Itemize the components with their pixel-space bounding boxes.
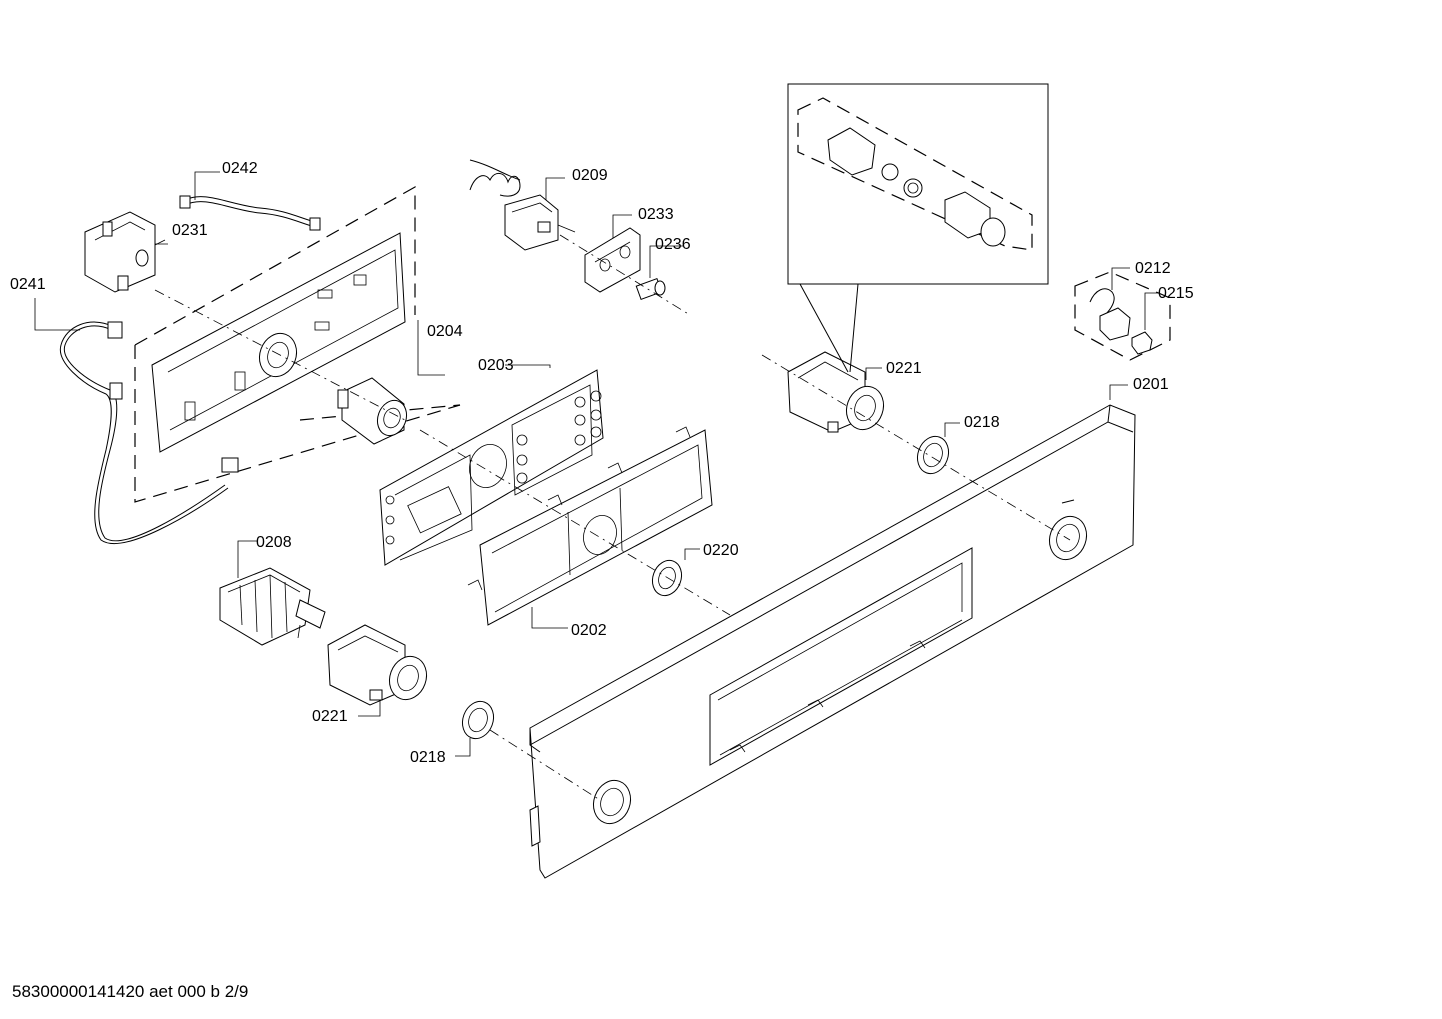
label-0236: 0236 [655,236,691,253]
label-0209: 0209 [572,167,608,184]
label-0201: 0201 [1133,376,1169,393]
electronic-module-0204 [134,185,461,503]
rotary-switch-0221-top [787,351,885,433]
label-0221-top: 0221 [886,360,922,377]
sensor-0212-0215 [1074,267,1171,361]
detail-inset [787,83,1049,373]
label-0218-top: 0218 [964,414,1000,431]
cable-0242 [179,171,321,231]
alignment-lines [154,234,1128,801]
label-0221-bottom: 0221 [312,708,348,725]
label-0212: 0212 [1135,260,1171,277]
bracket-0231 [84,211,168,293]
label-0215: 0215 [1158,285,1194,302]
thermostat-0209 [469,159,576,251]
control-panel-0201 [529,404,1136,879]
bezel-ring-0218-top [916,422,960,475]
label-0233: 0233 [638,206,674,223]
bezel-ring-0220 [651,548,700,597]
selector-switch-0204 [337,377,408,445]
control-board-0203 [379,364,604,566]
bezel-ring-0218-bottom [455,700,495,757]
rotary-switch-0221-bottom [327,624,428,717]
lamp-holder-0236 [635,245,683,300]
label-0218-bottom: 0218 [410,749,446,766]
label-0242: 0242 [222,160,258,177]
wiring-harness-0241 [34,298,239,545]
label-0203: 0203 [478,357,514,374]
bracket-0233 [584,214,641,293]
label-0208: 0208 [256,534,292,551]
label-0220: 0220 [703,542,739,559]
terminal-block-0208 [219,540,326,646]
label-0231: 0231 [172,222,208,239]
label-0202: 0202 [571,622,607,639]
label-0204: 0204 [427,323,463,340]
label-0241: 0241 [10,276,46,293]
window-frame-0202 [467,426,713,629]
drawing-reference-footer: 58300000141420 aet 000 b 2/9 [12,982,249,1001]
